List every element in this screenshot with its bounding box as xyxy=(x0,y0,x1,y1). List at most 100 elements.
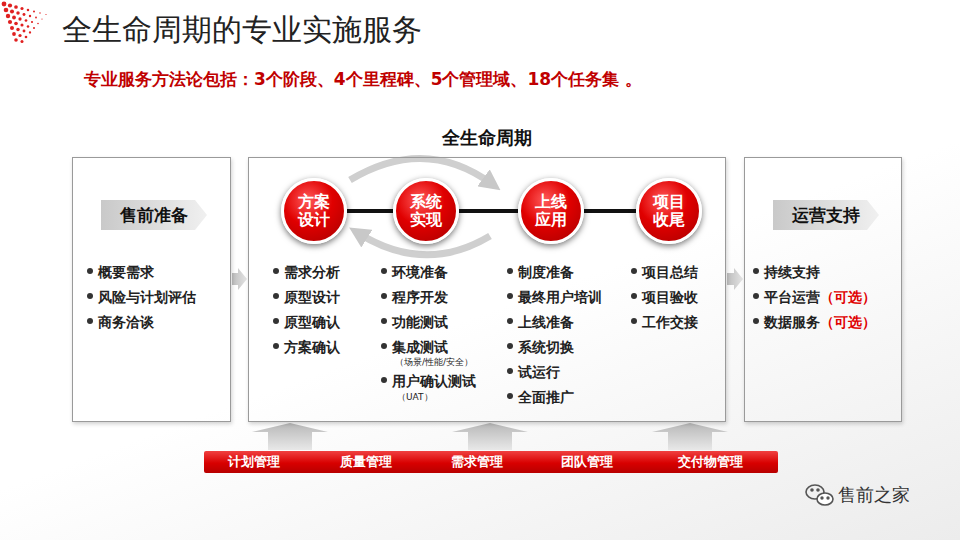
subtitle: 专业服务方法论包括：3个阶段、4个里程碑、5个管理域、18个任务集 。 xyxy=(84,68,642,91)
task-text: 上线准备 xyxy=(518,314,574,330)
bullet-dot xyxy=(273,293,279,299)
corner-dot xyxy=(10,26,14,30)
bullet-dot xyxy=(631,293,637,299)
task-text: （UAT） xyxy=(397,392,433,402)
corner-dot xyxy=(39,12,40,13)
corner-dot xyxy=(4,8,9,13)
panel-box: 概要需求风险与计划评估商务洽谈售前准备 xyxy=(72,157,231,422)
corner-dot xyxy=(6,14,10,18)
task-text: 方案确认 xyxy=(284,339,340,355)
corner-dot xyxy=(27,25,30,28)
support-arrow xyxy=(452,423,528,450)
banner-text: 运营支持 xyxy=(773,200,879,230)
bullet-dot xyxy=(753,268,759,274)
task-text: 原型设计 xyxy=(284,289,340,305)
corner-dot xyxy=(14,38,18,42)
milestone-text: 系统实现 xyxy=(409,193,443,230)
support-arrow xyxy=(652,423,728,450)
corner-dot xyxy=(16,11,19,14)
bullet-dot xyxy=(507,343,513,349)
management-band: 计划管理质量管理需求管理团队管理交付物管理 xyxy=(204,451,778,473)
corner-dot xyxy=(12,16,16,20)
bullet-row: 系统切换 xyxy=(507,338,574,356)
bullet-row: 方案确认 xyxy=(273,338,340,356)
corner-dot xyxy=(8,3,12,7)
bullet-row: 商务洽谈 xyxy=(87,313,154,331)
bullet-dot xyxy=(273,343,279,349)
stage-banner: 运营支持 xyxy=(773,200,879,230)
task-text: 制度准备 xyxy=(518,264,574,280)
bullet-dot xyxy=(753,293,759,299)
corner-dot xyxy=(35,17,37,19)
banner-polygon xyxy=(773,200,879,230)
bullet-dot xyxy=(507,393,513,399)
task-text: （场景/性能/安全） xyxy=(395,357,473,367)
bullet-row: 全面推广 xyxy=(507,388,574,406)
corner-dot xyxy=(33,11,35,13)
support-arrow xyxy=(252,423,328,450)
bullet-row: 项目验收 xyxy=(631,288,698,306)
corner-dot xyxy=(33,27,35,29)
panel-box: 持续支持平台运营（可选） 数据服务（可选） 运营支持 xyxy=(744,157,902,422)
task-text: 需求分析 xyxy=(284,264,340,280)
corner-dot xyxy=(14,22,18,26)
bullet-row: 持续支持 xyxy=(753,263,820,281)
title: 全生命周期的专业实施服务 xyxy=(62,10,422,51)
task-text: 平台运营 xyxy=(764,289,820,305)
watermark: 售前之家 xyxy=(838,483,910,507)
domain-text: 交付物管理 xyxy=(678,454,743,470)
task-text: 概要需求 xyxy=(98,264,154,280)
task-text: 项目总结 xyxy=(642,264,698,280)
bullet-dot xyxy=(87,268,93,274)
stage-banner: 售前准备 xyxy=(101,200,207,230)
bullet-row: 项目总结 xyxy=(631,263,698,281)
milestone-text: 上线应用 xyxy=(534,193,568,230)
corner-dot xyxy=(29,31,31,33)
bullet-dot xyxy=(381,318,387,324)
wechat-icon xyxy=(806,485,833,505)
bullet-dot xyxy=(507,268,513,274)
task-text: 全面推广 xyxy=(518,389,574,405)
corner-dot xyxy=(29,15,31,17)
corner-dot xyxy=(41,18,42,19)
bullet-row: （UAT） xyxy=(397,392,433,403)
milestone-link xyxy=(584,209,636,213)
corner-dot xyxy=(27,9,30,12)
flow-arrow xyxy=(727,268,743,290)
corner-dot xyxy=(20,40,23,43)
task-text: 数据服务 xyxy=(764,314,820,330)
bullet-row: 原型确认 xyxy=(273,313,340,331)
milestone-circle: 方案设计 xyxy=(281,178,347,244)
bullet-row: 最终用户培训 xyxy=(507,288,602,306)
corner-dot xyxy=(20,23,23,26)
task-text: 系统切换 xyxy=(518,339,574,355)
bullet-dot xyxy=(753,318,759,324)
corner-dot xyxy=(20,7,23,10)
corner-dot xyxy=(10,9,14,13)
bullet-row: （场景/性能/安全） xyxy=(395,357,473,368)
corner-dot xyxy=(23,13,26,16)
bullet-dot xyxy=(87,293,93,299)
corner-dot xyxy=(25,36,28,39)
bullet-dot xyxy=(381,293,387,299)
bullet-dot xyxy=(273,318,279,324)
bullet-row: 概要需求 xyxy=(87,263,154,281)
bullet-row: 集成测试 xyxy=(381,338,448,356)
domain-text: 需求管理 xyxy=(451,454,503,470)
domain-text: 团队管理 xyxy=(561,454,613,470)
task-text: 原型确认 xyxy=(284,314,340,330)
corner-dot xyxy=(18,17,21,20)
milestone-text: 方案设计 xyxy=(297,193,331,230)
bullet-dot xyxy=(507,318,513,324)
task-text: 工作交接 xyxy=(642,314,698,330)
bullet-row: 平台运营（可选） xyxy=(753,288,876,306)
task-text: 项目验收 xyxy=(642,289,698,305)
corner-dot xyxy=(8,20,12,24)
bullet-dot xyxy=(381,343,387,349)
domain-text: 质量管理 xyxy=(340,454,392,470)
bullet-row: 试运行 xyxy=(507,363,560,381)
task-text: 用户确认测试 xyxy=(392,373,476,389)
bullet-row: 数据服务（可选） xyxy=(753,313,876,331)
task-text: 试运行 xyxy=(518,364,560,380)
